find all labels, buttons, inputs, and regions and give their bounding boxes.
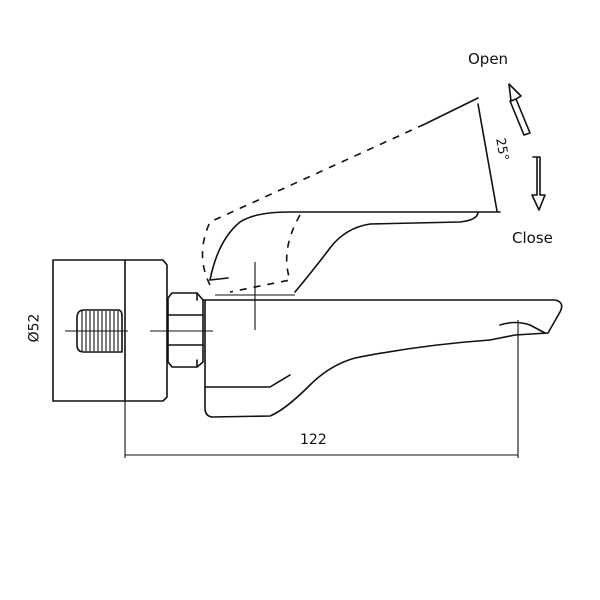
open-label: Open bbox=[468, 50, 509, 68]
lever-closed bbox=[209, 211, 501, 293]
close-arrow-icon bbox=[531, 156, 546, 211]
open-arrow-icon bbox=[508, 83, 531, 136]
length-dimension-label: 122 bbox=[300, 432, 327, 448]
dimension-lines bbox=[124, 320, 519, 458]
close-label: Close bbox=[512, 229, 553, 247]
diameter-dimension-label: Ø52 bbox=[26, 313, 43, 343]
angle-indicator bbox=[477, 103, 498, 212]
hex-nut bbox=[167, 292, 204, 368]
centerline bbox=[65, 262, 295, 332]
lever-open-dashed bbox=[201, 97, 479, 293]
faucet-body bbox=[202, 299, 563, 418]
